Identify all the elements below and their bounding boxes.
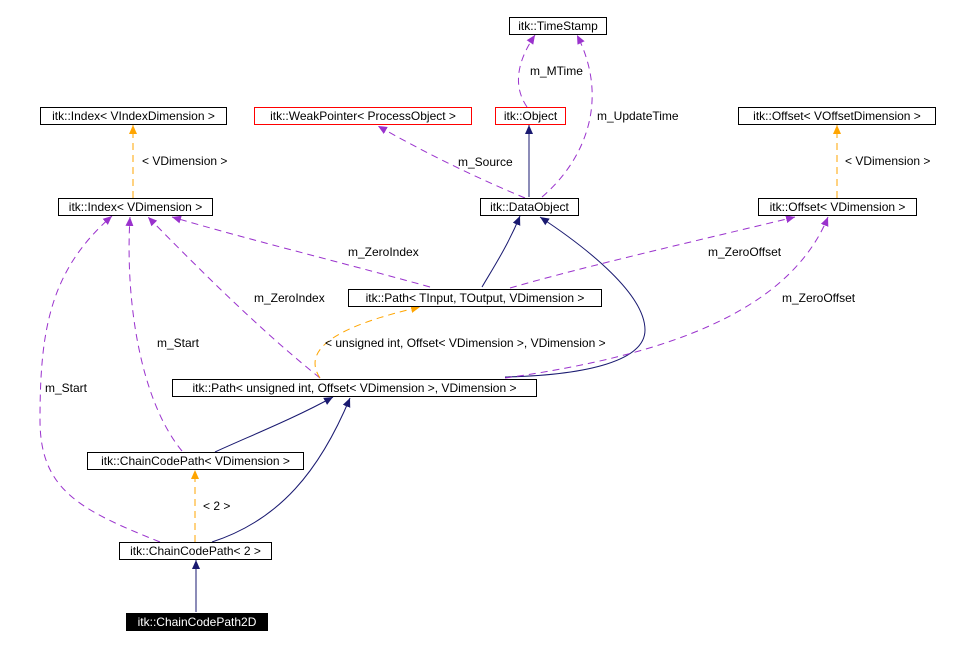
node-path-unsigned-int[interactable]: itk::Path< unsigned int, Offset< VDimens… [172, 379, 537, 397]
label-m-zerooffset-right: m_ZeroOffset [782, 291, 856, 305]
edge-object-timestamp [517, 34, 536, 108]
edge-pathuint-pathtinput [314, 305, 421, 379]
edge-pathuint-offset-vdim [504, 216, 829, 379]
edge-dataobject-timestamp [541, 34, 593, 198]
label-m-source: m_Source [458, 155, 513, 169]
node-object[interactable]: itk::Object [495, 107, 566, 125]
edge-path-index-vdim [171, 215, 431, 288]
node-weakpointer-processobject[interactable]: itk::WeakPointer< ProcessObject > [254, 107, 472, 125]
edge-ccpvdim-index-vdim [125, 216, 183, 452]
edge-path-dataobject [481, 215, 521, 288]
edge-ccp2-pathuint [211, 397, 351, 543]
label-template-2: < 2 > [203, 499, 231, 513]
node-chaincodepath-vdimension[interactable]: itk::ChainCodePath< VDimension > [87, 452, 304, 470]
edge-ccp2-index-vdim [39, 215, 161, 543]
label-m-start-outer: m_Start [45, 381, 88, 395]
node-chaincodepath-2[interactable]: itk::ChainCodePath< 2 > [119, 542, 272, 560]
edge-pathuint-dataobject [504, 216, 646, 378]
node-index-vindexdimension[interactable]: itk::Index< VIndexDimension > [40, 107, 227, 125]
node-offset-vdimension[interactable]: itk::Offset< VDimension > [758, 198, 917, 216]
label-m-zerooffset-top: m_ZeroOffset [708, 245, 782, 259]
edge-pathuint-index-vdim [147, 216, 321, 379]
label-m-zeroindex-left: m_ZeroIndex [254, 291, 325, 305]
node-path-tinput[interactable]: itk::Path< TInput, TOutput, VDimension > [348, 289, 602, 307]
label-m-updatetime: m_UpdateTime [597, 109, 679, 123]
label-vdimension-index: < VDimension > [142, 154, 228, 168]
edge-ccpvdim-pathuint [214, 396, 334, 453]
label-m-mtime: m_MTime [530, 64, 583, 78]
edge-path-offset-vdim [509, 215, 796, 289]
label-vdimension-offset: < VDimension > [845, 154, 931, 168]
node-index-vdimension[interactable]: itk::Index< VDimension > [58, 198, 213, 216]
label-m-zeroindex-top: m_ZeroIndex [348, 245, 419, 259]
node-chaincodepath2d[interactable]: itk::ChainCodePath2D [126, 613, 268, 631]
node-dataobject[interactable]: itk::DataObject [480, 198, 579, 216]
node-timestamp[interactable]: itk::TimeStamp [509, 17, 607, 35]
edge-dataobject-weakpointer [377, 125, 526, 199]
label-m-start-inner: m_Start [157, 336, 200, 350]
label-template-args: < unsigned int, Offset< VDimension >, VD… [325, 336, 606, 350]
node-offset-voffsetdimension[interactable]: itk::Offset< VOffsetDimension > [738, 107, 936, 125]
